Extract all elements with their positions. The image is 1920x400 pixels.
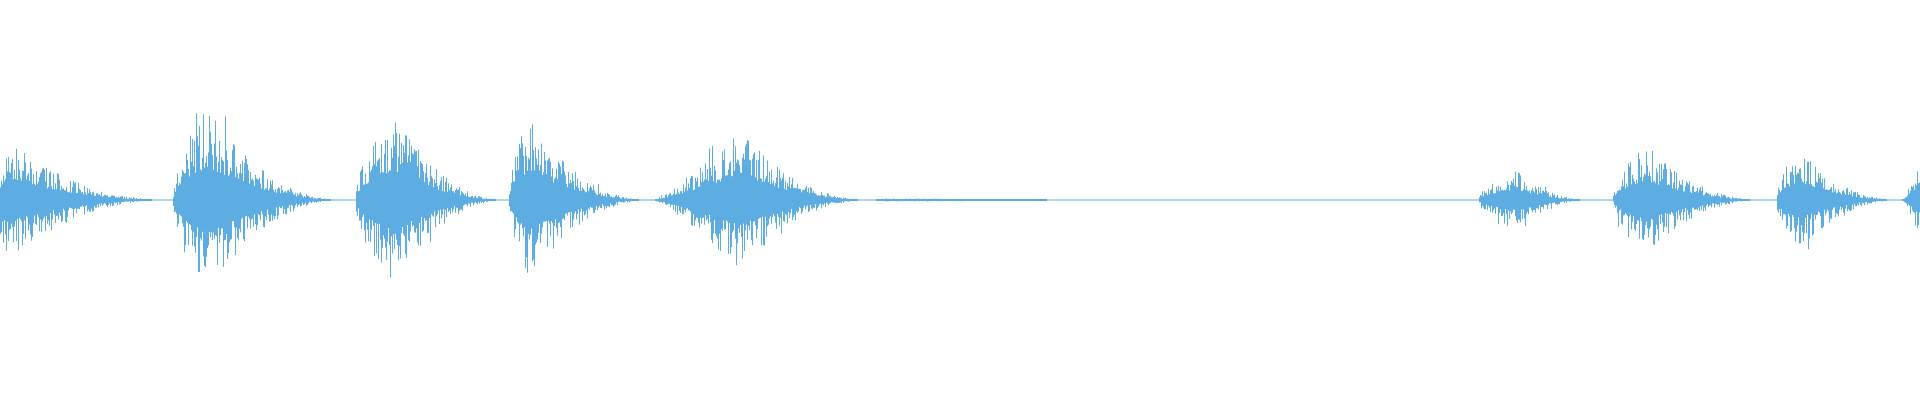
waveform-path — [0, 113, 1920, 278]
waveform-bars — [0, 113, 1920, 278]
